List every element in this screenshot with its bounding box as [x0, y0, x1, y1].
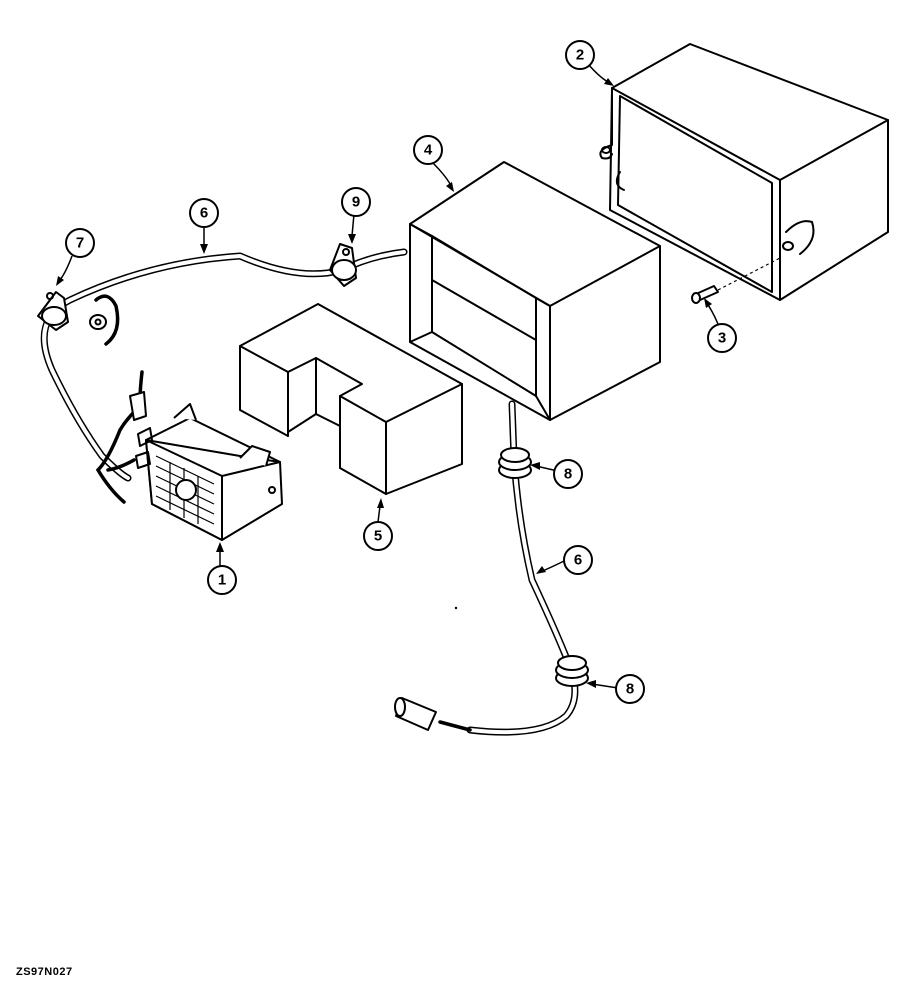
clamp-left-part	[37, 291, 69, 331]
callout-5: 5	[363, 521, 393, 551]
grommet-lower-part	[555, 655, 589, 687]
callout-2-label: 2	[576, 47, 584, 64]
liner-part	[409, 161, 661, 421]
callout-6-lower: 6	[563, 545, 593, 575]
callout-7-label: 7	[76, 235, 84, 252]
callout-6-upper-label: 6	[200, 205, 208, 222]
callout-2: 2	[565, 40, 595, 70]
screw-part	[691, 257, 781, 304]
callout-3: 3	[707, 323, 737, 353]
grommet-upper-part	[498, 447, 532, 479]
callout-8-upper-label: 8	[564, 466, 572, 483]
alarm-part	[135, 403, 283, 541]
figure-id: ZS97N027	[16, 966, 73, 978]
callout-8-lower: 8	[615, 674, 645, 704]
callout-9-label: 9	[352, 194, 360, 211]
callout-6-lower-label: 6	[574, 552, 582, 569]
callout-1-label: 1	[218, 572, 226, 589]
callout-4: 4	[413, 135, 443, 165]
foam-block-part	[239, 303, 463, 495]
speck	[454, 606, 458, 610]
callout-5-label: 5	[374, 528, 382, 545]
callout-4-label: 4	[424, 142, 433, 159]
callout-3-label: 3	[718, 330, 726, 347]
callout-8-lower-label: 8	[626, 681, 634, 698]
callout-7: 7	[65, 228, 95, 258]
callout-6-upper: 6	[189, 198, 219, 228]
callout-1: 1	[207, 565, 237, 595]
clamp-right-part	[329, 243, 357, 287]
callout-9: 9	[341, 187, 371, 217]
callout-8-upper: 8	[553, 459, 583, 489]
cover-part	[599, 43, 889, 301]
leader-lines	[56, 63, 719, 689]
